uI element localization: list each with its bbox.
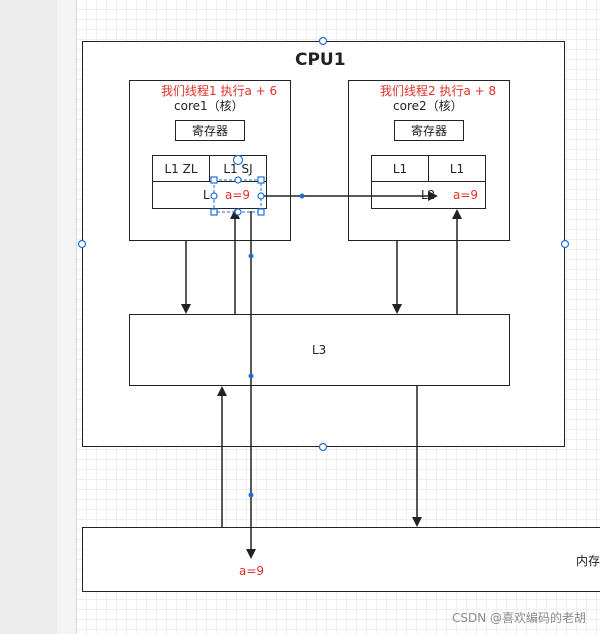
memory-label: 内存 [576, 554, 600, 568]
sidebar-gutter [57, 0, 77, 634]
core1-task: 我们线程1 执行a + 6 [161, 84, 278, 98]
core2-l1-a[interactable]: L1 [371, 155, 429, 182]
core1-l2-label: L [203, 188, 210, 202]
core1-l2-value: a=9 [225, 188, 251, 202]
core2-name: core2（核） [393, 99, 463, 113]
cpu-title: CPU1 [295, 50, 346, 70]
memory-box[interactable] [82, 527, 600, 592]
core1-l1-zl[interactable]: L1 ZL [152, 155, 210, 182]
memory-value: a=9 [239, 564, 265, 578]
core2-register[interactable]: 寄存器 [394, 120, 464, 141]
core2-task: 我们线程2 执行a + 8 [380, 84, 497, 98]
l3-box[interactable] [129, 314, 510, 386]
core1-l1-sj[interactable]: L1 SJ [209, 155, 267, 182]
core2-l2-value: a=9 [453, 188, 479, 202]
core2-l2-label: L2 [421, 188, 436, 202]
l3-label: L3 [312, 343, 327, 357]
sidebar-panel [0, 0, 58, 634]
core1-name: core1（核） [174, 99, 244, 113]
watermark: CSDN @喜欢编码的老胡 [451, 611, 586, 625]
core1-register[interactable]: 寄存器 [175, 120, 245, 141]
core2-l1-b[interactable]: L1 [428, 155, 486, 182]
